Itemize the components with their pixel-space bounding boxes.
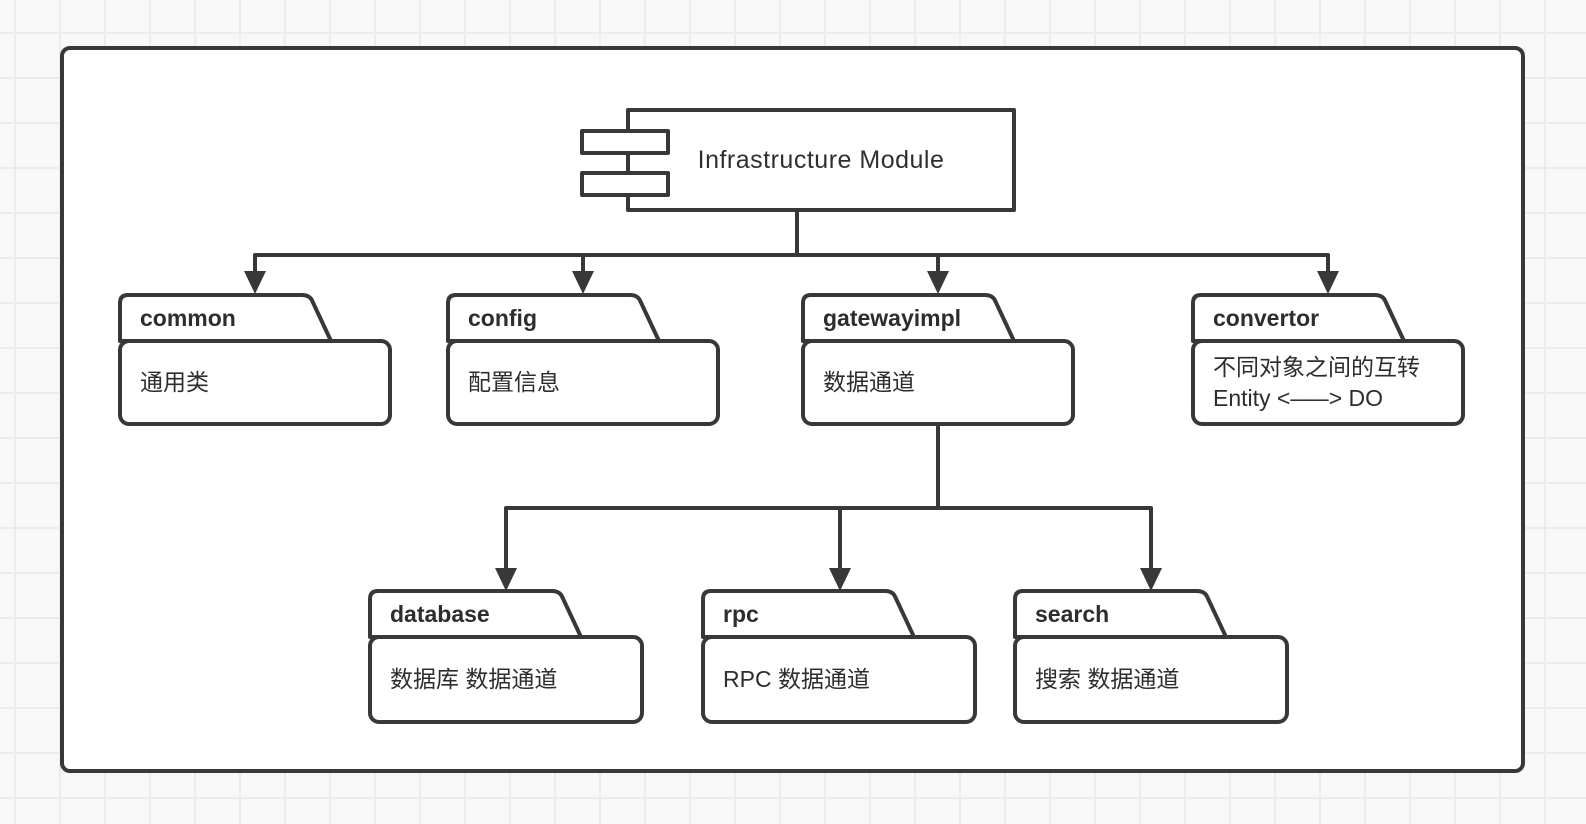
node-package-search[interactable]: search 搜索 数据通道 <box>1013 589 1289 724</box>
package-desc: 通用类 <box>140 369 209 395</box>
package-name: search <box>1035 600 1110 627</box>
node-package-database[interactable]: database 数据库 数据通道 <box>368 589 644 724</box>
package-name: gatewayimpl <box>823 304 962 331</box>
uml-component-icon <box>580 171 670 197</box>
package-desc: RPC 数据通道 <box>723 666 870 692</box>
node-package-rpc[interactable]: rpc RPC 数据通道 <box>701 589 977 724</box>
package-desc: 配置信息 <box>468 369 560 395</box>
node-title: Infrastructure Module <box>697 145 945 174</box>
node-package-gatewayimpl[interactable]: gatewayimpl 数据通道 <box>801 293 1075 426</box>
package-desc-line2: Entity <–––> DO <box>1213 384 1384 411</box>
package-desc: 搜索 数据通道 <box>1035 666 1180 692</box>
uml-component-icon <box>580 129 670 155</box>
package-desc: 数据通道 <box>823 369 915 395</box>
node-package-common[interactable]: common 通用类 <box>118 293 392 426</box>
package-desc-line1: 不同对象之间的互转 <box>1213 353 1420 380</box>
package-name: common <box>140 304 236 331</box>
package-desc: 数据库 数据通道 <box>390 666 558 692</box>
node-package-config[interactable]: config 配置信息 <box>446 293 720 426</box>
package-name: config <box>468 304 537 331</box>
package-name: database <box>390 600 490 627</box>
node-infrastructure-module[interactable]: Infrastructure Module <box>580 108 1016 212</box>
package-name: convertor <box>1213 304 1320 331</box>
package-name: rpc <box>723 600 759 627</box>
node-package-convertor[interactable]: convertor 不同对象之间的互转 Entity <–––> DO <box>1191 293 1465 426</box>
